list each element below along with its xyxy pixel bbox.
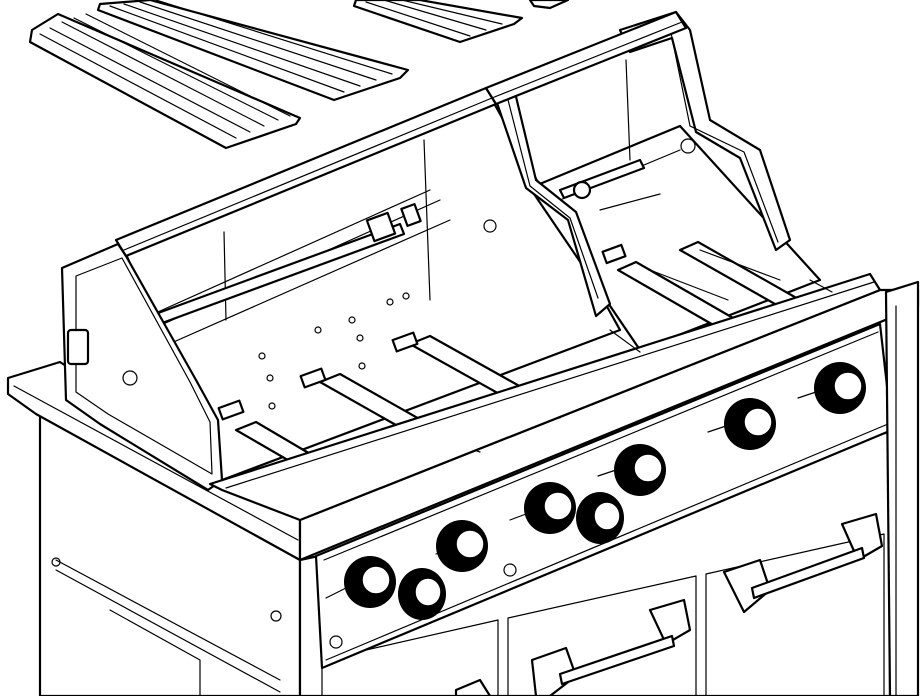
control-knob-4[interactable] <box>509 482 576 534</box>
control-knob-8[interactable] <box>797 362 866 414</box>
cooking-grate-right <box>352 0 524 44</box>
lid-handle-mount-left <box>66 328 90 366</box>
door-handle-middle <box>530 598 692 696</box>
control-knob-3[interactable] <box>435 520 488 572</box>
cooking-grate-middle-rails <box>109 0 393 93</box>
door-handle-left <box>454 678 492 696</box>
cabinet-body <box>38 412 892 696</box>
cooking-grate-group <box>28 0 570 150</box>
control-knobs <box>325 362 866 620</box>
control-knob-7[interactable] <box>707 398 776 450</box>
cooking-grate-left <box>28 12 302 150</box>
control-knob-5[interactable] <box>576 492 624 544</box>
control-knob-2[interactable] <box>398 568 446 620</box>
door-handle-right <box>722 512 884 614</box>
cooking-grate-middle <box>96 0 410 102</box>
cabinet-door-right <box>705 533 885 696</box>
ignition-button-2[interactable] <box>503 563 517 577</box>
ignition-button[interactable] <box>329 635 343 649</box>
control-knob-1[interactable] <box>325 556 396 608</box>
firebox-front-rail <box>208 272 882 522</box>
cabinet-right-post <box>884 280 920 696</box>
cooking-grate-left-rails <box>39 13 291 139</box>
cooking-grate-right-rails <box>365 0 503 37</box>
cabinet-door-middle <box>507 575 697 696</box>
control-knob-6[interactable] <box>597 444 666 496</box>
top-frame-rails <box>114 10 688 258</box>
cooking-grate-far <box>528 0 570 10</box>
